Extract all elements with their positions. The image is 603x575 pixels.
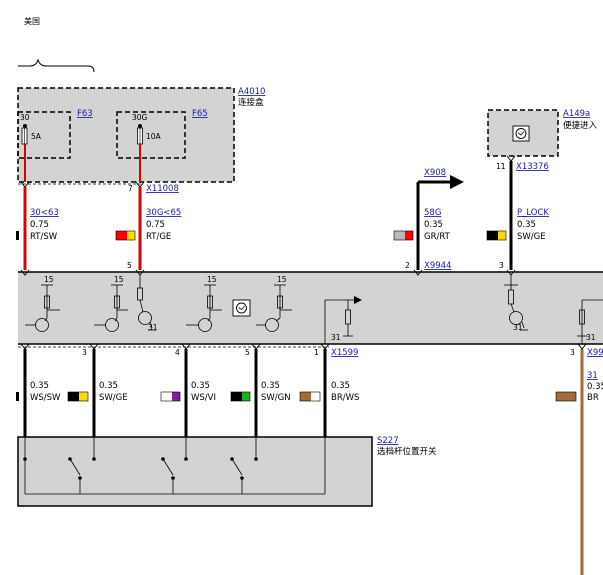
x9944-code[interactable]: X9944 bbox=[424, 261, 451, 271]
lower-wire-6-swatch bbox=[555, 391, 577, 402]
x1599-pin-b: 4 bbox=[175, 348, 180, 357]
lower-wire-2-swatch bbox=[160, 391, 181, 402]
x11008-pin: 7 bbox=[128, 184, 133, 193]
wire-3-swatch bbox=[393, 230, 414, 241]
x99-pin: 3 bbox=[570, 348, 575, 357]
wire-4-swatch bbox=[486, 230, 507, 241]
fuse-f63-rating: 5A bbox=[31, 132, 42, 141]
a149a-code[interactable]: A149a bbox=[563, 109, 590, 119]
x908-arrow-icon bbox=[450, 175, 464, 189]
a149a-symbol-mark bbox=[517, 131, 525, 136]
lower-wire-1-size: 0.35 bbox=[30, 381, 49, 391]
ecu-label-6: 31 bbox=[331, 333, 341, 342]
wire-4-signal[interactable]: P_LOCK bbox=[517, 208, 549, 218]
ecu-label-1: 15 bbox=[44, 275, 54, 284]
region-label: 美国 bbox=[24, 16, 40, 26]
s227-contacts bbox=[23, 437, 326, 495]
f63-connector-chevron bbox=[20, 181, 30, 188]
wire-2-signal[interactable]: 30G<65 bbox=[146, 208, 181, 218]
brace-line bbox=[18, 58, 95, 73]
fuse-f63-terminal-dot bbox=[23, 124, 27, 128]
wire-3-signal[interactable]: 58G bbox=[424, 208, 441, 218]
x908-code[interactable]: X908 bbox=[424, 168, 446, 178]
fuse-f63-code[interactable]: F63 bbox=[77, 109, 93, 119]
fuse-f65-code[interactable]: F65 bbox=[192, 109, 208, 119]
lower-wire-2-size: 0.35 bbox=[99, 381, 118, 391]
fuse-f65-rating: 10A bbox=[146, 132, 162, 141]
input-circuit-4 bbox=[256, 284, 292, 332]
a149a-symbol-icon bbox=[515, 128, 527, 139]
lower-wire-3-size: 0.35 bbox=[191, 381, 210, 391]
s227-box bbox=[17, 436, 373, 507]
input-circuit-2 bbox=[94, 275, 156, 332]
fuse-f63-terminal: 30 bbox=[20, 113, 30, 122]
ecu-label-3: 15 bbox=[207, 275, 217, 284]
lower-wire-6-signal[interactable]: 31 bbox=[587, 371, 598, 381]
p-lock-circuit bbox=[504, 275, 528, 331]
ecu-label-2: 15 bbox=[114, 275, 124, 284]
ecu-symbol-frame bbox=[232, 299, 251, 317]
x9944-pin-b: 2 bbox=[405, 261, 410, 270]
a4010-box bbox=[17, 87, 235, 183]
fuse-f63-box bbox=[17, 111, 71, 159]
wire-3-color: GR/RT bbox=[424, 232, 451, 242]
ecu-label-5: 31 bbox=[148, 323, 158, 332]
wire-3-size: 0.35 bbox=[424, 220, 443, 230]
x11008-code[interactable]: X11008 bbox=[146, 184, 179, 194]
x1599-pin-d: 1 bbox=[314, 348, 319, 357]
x1599-code[interactable]: X1599 bbox=[331, 348, 358, 358]
a149a-symbol-frame bbox=[512, 125, 530, 142]
x9944-pin-c: 3 bbox=[499, 261, 504, 270]
wire-2-color: RT/GE bbox=[146, 232, 171, 242]
lower-wire-2-color: SW/GE bbox=[99, 393, 128, 403]
lower-wire-4-swatch bbox=[299, 391, 321, 402]
s227-name: 选档杆位置开关 bbox=[377, 446, 437, 457]
x99-code[interactable]: X99 bbox=[587, 348, 603, 358]
upper-pin-chevron-1 bbox=[20, 269, 30, 276]
lower-wire-5-color: BR/WS bbox=[331, 393, 359, 403]
upper-pin-chevron-3 bbox=[413, 269, 423, 276]
x1599-pin-c: 5 bbox=[245, 348, 250, 357]
ecu-label-8: 31 bbox=[586, 333, 596, 342]
lower-wire-3-swatch bbox=[230, 391, 251, 402]
control-module-box bbox=[18, 272, 603, 344]
lower-wire-4-size: 0.35 bbox=[261, 381, 280, 391]
x9944-pin-a: 5 bbox=[127, 261, 132, 270]
wire-1-swatch bbox=[16, 231, 19, 240]
wire-4-color: SW/GE bbox=[517, 232, 546, 242]
wire-1-signal[interactable]: 30<63 bbox=[30, 208, 59, 218]
x1599-pin-a: 3 bbox=[82, 348, 87, 357]
a4010-name: 连接盒 bbox=[238, 97, 264, 108]
lower-wire-3-color: WS/VI bbox=[191, 393, 216, 403]
fuse-f65-terminal: 30G bbox=[132, 113, 148, 122]
a4010-code[interactable]: A4010 bbox=[238, 87, 265, 97]
ground-circuit bbox=[577, 299, 603, 344]
a149a-name: 便捷进入 bbox=[563, 120, 598, 131]
input-circuit-1 bbox=[25, 284, 60, 332]
lower-wire-1-color: WS/SW bbox=[30, 393, 61, 403]
lower-wire-4-color: SW/GN bbox=[261, 393, 291, 403]
lower-wire-1-swatch bbox=[16, 391, 89, 402]
lower-wire-6-color: BR bbox=[587, 393, 599, 403]
wire-2-swatch bbox=[115, 230, 136, 241]
ecu-label-7: 31 bbox=[513, 323, 523, 332]
wire-1-size: 0.75 bbox=[30, 220, 49, 230]
lower-wire-5-size: 0.35 bbox=[331, 381, 350, 391]
fuse-f65-box bbox=[116, 111, 186, 159]
wire-1-color: RT/SW bbox=[30, 232, 58, 242]
input-circuit-3 bbox=[186, 284, 222, 332]
ecu-symbol-icon bbox=[236, 302, 247, 314]
output-arrow-icon bbox=[354, 296, 362, 304]
x13376-pin: 11 bbox=[496, 162, 506, 171]
wire-2-size: 0.75 bbox=[146, 220, 165, 230]
ecu-label-4: 15 bbox=[277, 275, 287, 284]
wire-4-size: 0.35 bbox=[517, 220, 536, 230]
ecu-symbol-mark bbox=[238, 305, 245, 311]
lower-wire-6-size: 0.35 bbox=[587, 382, 603, 392]
fuse-f65-terminal-dot bbox=[138, 124, 142, 128]
s227-code[interactable]: S227 bbox=[377, 436, 399, 446]
x13376-code[interactable]: X13376 bbox=[516, 162, 549, 172]
